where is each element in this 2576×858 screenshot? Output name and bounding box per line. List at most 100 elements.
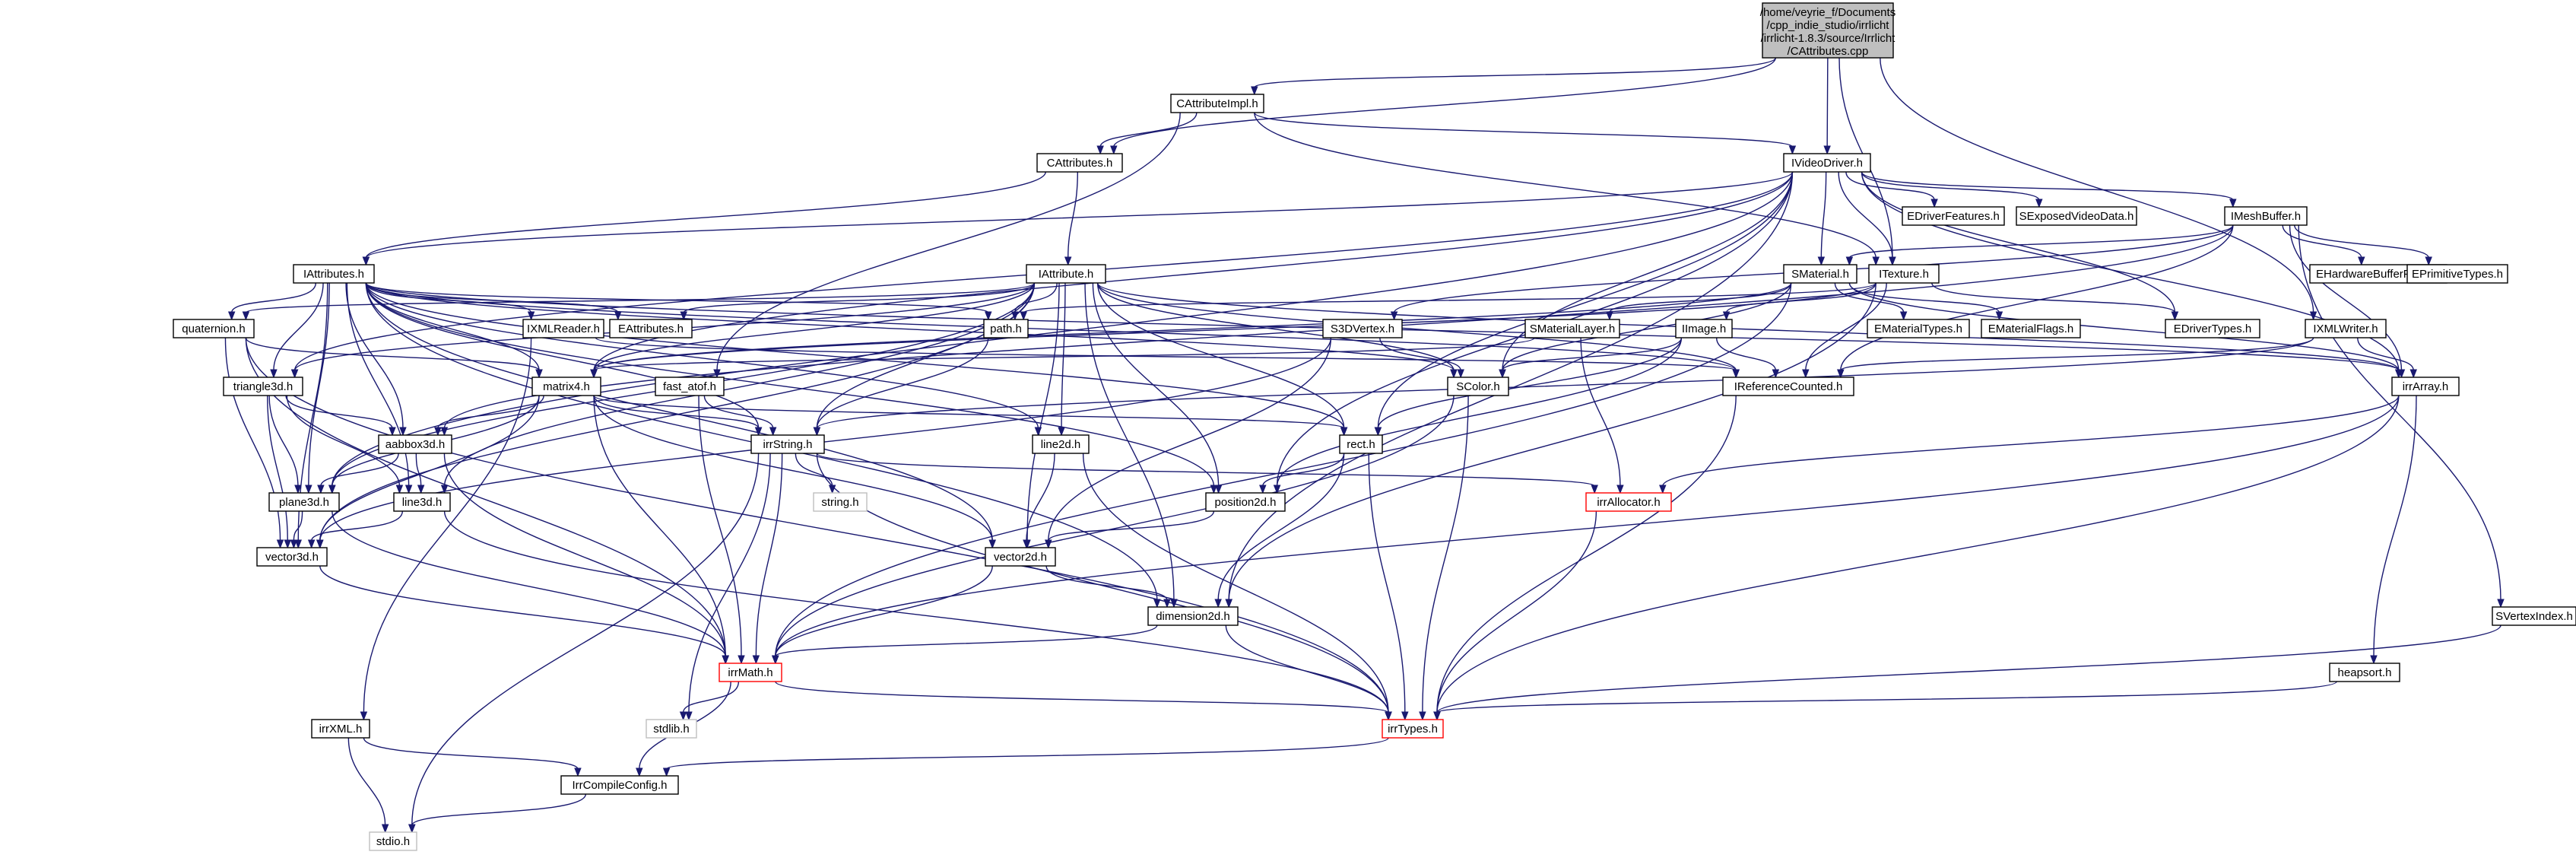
- include-edge: [365, 282, 1455, 371]
- include-edge: [245, 337, 540, 371]
- include-edge: [775, 624, 1158, 657]
- header-node-triangle3d[interactable]: triangle3d.h: [223, 377, 303, 396]
- header-node-smaterial[interactable]: SMaterial.h: [1783, 264, 1857, 284]
- header-node-rect[interactable]: rect.h: [1339, 434, 1383, 454]
- node-box: [531, 377, 601, 396]
- header-node-ematerialtypes[interactable]: EMaterialTypes.h: [1867, 319, 1970, 338]
- header-node-iattribute[interactable]: IAttribute.h: [1026, 264, 1106, 284]
- node-box: [2406, 264, 2508, 284]
- include-edge: [1580, 337, 1621, 487]
- header-node-dimension2d[interactable]: dimension2d.h: [1147, 606, 1239, 626]
- arrow-head-icon: [1817, 256, 1826, 266]
- node-label: SVertexIndex.h: [2495, 610, 2573, 623]
- header-node-edriverfeatures[interactable]: EDriverFeatures.h: [1902, 206, 2005, 226]
- header-node-scolor[interactable]: SColor.h: [1447, 377, 1509, 396]
- header-node-itexture[interactable]: ITexture.h: [1868, 264, 1940, 284]
- include-edge: [1099, 112, 1198, 148]
- header-node-eprimitivetypes[interactable]: EPrimitiveTypes.h: [2406, 264, 2508, 284]
- include-edge: [1379, 337, 1461, 371]
- include-edge: [1377, 337, 1683, 429]
- header-node-heapsort[interactable]: heapsort.h: [2329, 663, 2400, 682]
- header-node-ireferencecounted[interactable]: IReferenceCounted.h: [1722, 377, 1854, 396]
- include-edge: [346, 282, 410, 487]
- header-node-s3dvertex[interactable]: S3DVertex.h: [1322, 319, 1403, 338]
- arrow-head-icon: [685, 711, 693, 721]
- header-node-edrivertypes[interactable]: EDriverTypes.h: [2165, 319, 2260, 338]
- include-edge: [2357, 337, 2414, 371]
- arrow-head-icon: [389, 427, 396, 437]
- header-node-ivideodriver[interactable]: IVideoDriver.h: [1783, 153, 1871, 173]
- arrow-head-icon: [307, 539, 316, 549]
- header-node-irrcompileconfig[interactable]: IrrCompileConfig.h: [560, 775, 679, 795]
- header-node-imeshbuffer[interactable]: IMeshBuffer.h: [2224, 206, 2308, 226]
- header-node-smateriallayer[interactable]: SMaterialLayer.h: [1524, 319, 1620, 338]
- include-edge: [1228, 171, 1794, 601]
- node-box: [1902, 206, 2005, 226]
- header-node-vector3d[interactable]: vector3d.h: [256, 547, 328, 567]
- header-node-iimage[interactable]: IImage.h: [1675, 319, 1733, 338]
- header-node-stdlib: stdlib.h: [646, 719, 697, 739]
- header-node-svertexindex[interactable]: SVertexIndex.h: [2492, 606, 2576, 626]
- header-node-matrix4[interactable]: matrix4.h: [531, 377, 601, 396]
- include-edge: [1084, 282, 1175, 601]
- node-label: IVideoDriver.h: [1791, 157, 1863, 170]
- arrow-head-icon: [2425, 256, 2432, 266]
- header-node-ixmlwriter[interactable]: IXMLWriter.h: [2305, 319, 2387, 338]
- include-edge: [1048, 337, 1332, 542]
- header-node-cattributeimpl[interactable]: CAttributeImpl.h: [1170, 94, 1264, 113]
- header-node-stdio: stdio.h: [369, 831, 417, 851]
- header-node-line3d[interactable]: line3d.h: [393, 492, 451, 512]
- node-box: [293, 264, 375, 284]
- arrow-head-icon: [1163, 599, 1171, 609]
- header-node-ixmlreader[interactable]: IXMLReader.h: [522, 319, 604, 338]
- arrow-head-icon: [1214, 599, 1222, 609]
- node-box: [2391, 377, 2460, 396]
- header-node-irrstring[interactable]: irrString.h: [750, 434, 825, 454]
- include-edge: [319, 395, 540, 542]
- include-edge: [593, 395, 1345, 429]
- header-node-position2d[interactable]: position2d.h: [1205, 492, 1286, 512]
- header-node-cattributes[interactable]: CAttributes.h: [1036, 153, 1123, 173]
- node-label: SExposedVideoData.h: [2019, 210, 2134, 223]
- header-node-plane3d[interactable]: plane3d.h: [268, 492, 340, 512]
- include-edge: [755, 453, 783, 657]
- include-edge: [2298, 224, 2501, 601]
- root-file-path-line: /irrlicht-1.8.3/source/Irrlicht: [1761, 32, 1896, 45]
- include-edge: [1045, 565, 1168, 601]
- header-node-eattributes[interactable]: EAttributes.h: [609, 319, 693, 338]
- node-label: vector2d.h: [994, 551, 1047, 564]
- header-node-irrarray[interactable]: irrArray.h: [2391, 377, 2460, 396]
- include-edge: [775, 282, 1792, 657]
- include-edge: [1838, 171, 1893, 259]
- header-node-iattributes[interactable]: IAttributes.h: [293, 264, 375, 284]
- header-node-aabbox3d[interactable]: aabbox3d.h: [378, 434, 452, 454]
- node-label: heapsort.h: [2338, 666, 2392, 679]
- header-node-path[interactable]: path.h: [983, 319, 1029, 338]
- arrow-head-icon: [270, 369, 278, 379]
- node-box: [2016, 206, 2137, 226]
- include-edge: [319, 565, 726, 657]
- include-edge: [1502, 337, 1683, 371]
- header-node-irrmath[interactable]: irrMath.h: [719, 663, 782, 682]
- node-box: [1585, 492, 1672, 512]
- header-node-fast-atof[interactable]: fast_atof.h: [655, 377, 725, 396]
- header-node-vector2d[interactable]: vector2d.h: [985, 547, 1056, 567]
- header-node-irrxml[interactable]: irrXML.h: [311, 719, 370, 739]
- arrow-head-icon: [769, 427, 777, 437]
- include-edge: [268, 395, 299, 487]
- node-box: [393, 492, 451, 512]
- include-edge: [347, 737, 386, 826]
- arrow-head-icon: [1499, 369, 1506, 379]
- header-node-ematerialflags[interactable]: EMaterialFlags.h: [1981, 319, 2081, 338]
- arrow-head-icon: [1064, 256, 1072, 266]
- dependency-nodes: /home/veyrie_f/Documents/cpp_indie_studi…: [173, 2, 2576, 851]
- include-edge: [1254, 112, 1876, 259]
- arrow-head-icon: [574, 767, 582, 777]
- header-node-sexposedvideodata[interactable]: SExposedVideoData.h: [2016, 206, 2137, 226]
- arrow-head-icon: [434, 427, 442, 437]
- header-node-quaternion[interactable]: quaternion.h: [173, 319, 255, 338]
- header-node-line2d[interactable]: line2d.h: [1032, 434, 1090, 454]
- header-node-irrallocator[interactable]: irrAllocator.h: [1585, 492, 1672, 512]
- header-node-irrtypes[interactable]: irrTypes.h: [1382, 719, 1444, 739]
